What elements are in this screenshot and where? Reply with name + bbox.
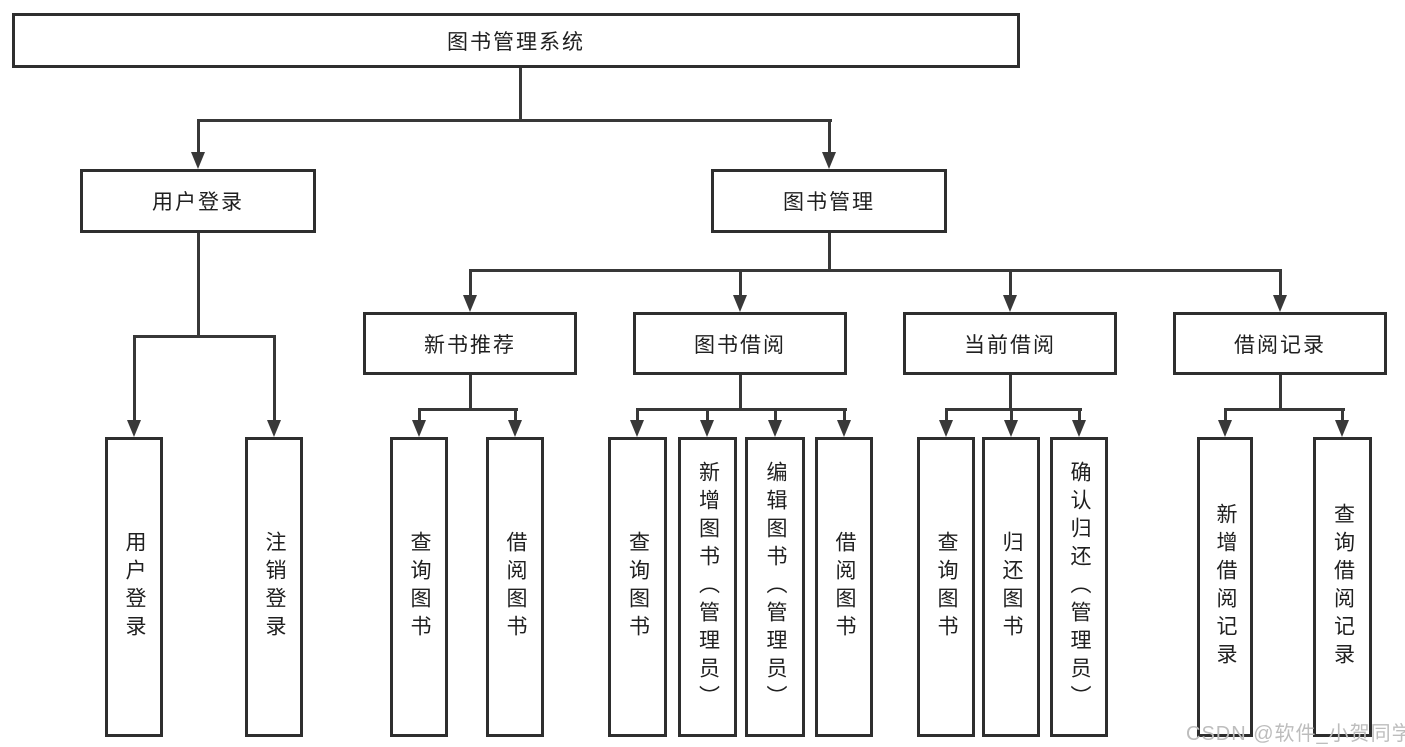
arrow-down-icon [191,152,205,169]
arrow-down-icon [412,420,426,437]
leaf-query-books-current: 查询图书 [917,437,975,737]
node-current-borrow: 当前借阅 [903,312,1117,375]
connector-line [1224,408,1227,421]
connector-line [706,408,709,421]
node-book-management: 图书管理 [711,169,947,233]
leaf-user-login: 用户登录 [105,437,163,737]
arrow-down-icon [837,420,851,437]
connector-line [636,408,639,421]
arrow-down-icon [700,420,714,437]
arrow-down-icon [1335,420,1349,437]
connector-line [1341,408,1344,421]
leaf-query-borrow-record: 查询借阅记录 [1313,437,1372,737]
arrow-down-icon [733,295,747,312]
connector-line [514,408,517,421]
leaf-borrow-books-recommend: 借阅图书 [486,437,544,737]
connector-line [197,119,200,155]
connector-line [945,408,1082,411]
arrow-down-icon [822,152,836,169]
connector-line [469,269,472,297]
leaf-borrow-books: 借阅图书 [815,437,873,737]
watermark-text: CSDN @软件_小贺同学 [1186,723,1405,745]
arrow-down-icon [768,420,782,437]
arrow-down-icon [1072,420,1086,437]
leaf-add-borrow-record: 新增借阅记录 [1197,437,1253,737]
node-new-book-recommend: 新书推荐 [363,312,577,375]
connector-line [1010,408,1013,421]
connector-line [828,233,831,269]
arrow-down-icon [939,420,953,437]
connector-line [739,375,742,408]
connector-line [636,408,847,411]
node-borrow-records: 借阅记录 [1173,312,1387,375]
leaf-edit-book-admin: 编辑图书（管理员） [745,437,805,737]
leaf-confirm-return-admin: 确认归还（管理员） [1050,437,1108,737]
node-library-system: 图书管理系统 [12,13,1020,68]
leaf-return-books: 归还图书 [982,437,1040,737]
connector-line [945,408,948,421]
connector-line [1078,408,1081,421]
leaf-logout: 注销登录 [245,437,303,737]
connector-line [273,335,276,422]
connector-line [1224,408,1345,411]
connector-line [774,408,777,421]
connector-line [739,269,742,297]
connector-line [1009,375,1012,408]
leaf-query-books-recommend: 查询图书 [390,437,448,737]
connector-line [133,335,275,338]
connector-line [828,119,831,155]
connector-line [197,119,832,122]
connector-line [418,408,421,421]
arrow-down-icon [630,420,644,437]
arrow-down-icon [267,420,281,437]
connector-line [197,233,200,335]
arrow-down-icon [1218,420,1232,437]
leaf-add-book-admin: 新增图书（管理员） [678,437,737,737]
arrow-down-icon [463,295,477,312]
connector-line [1279,375,1282,408]
arrow-down-icon [508,420,522,437]
connector-line [1279,269,1282,297]
node-book-borrow: 图书借阅 [633,312,847,375]
leaf-query-books-borrow: 查询图书 [608,437,667,737]
arrow-down-icon [1003,295,1017,312]
arrow-down-icon [1004,420,1018,437]
connector-line [843,408,846,421]
arrow-down-icon [127,420,141,437]
connector-line [1009,269,1012,297]
arrow-down-icon [1273,295,1287,312]
connector-line [469,269,1282,272]
node-user-login: 用户登录 [80,169,316,233]
connector-line [469,375,472,408]
connector-line [519,68,522,120]
connector-line [418,408,518,411]
connector-line [133,335,136,422]
